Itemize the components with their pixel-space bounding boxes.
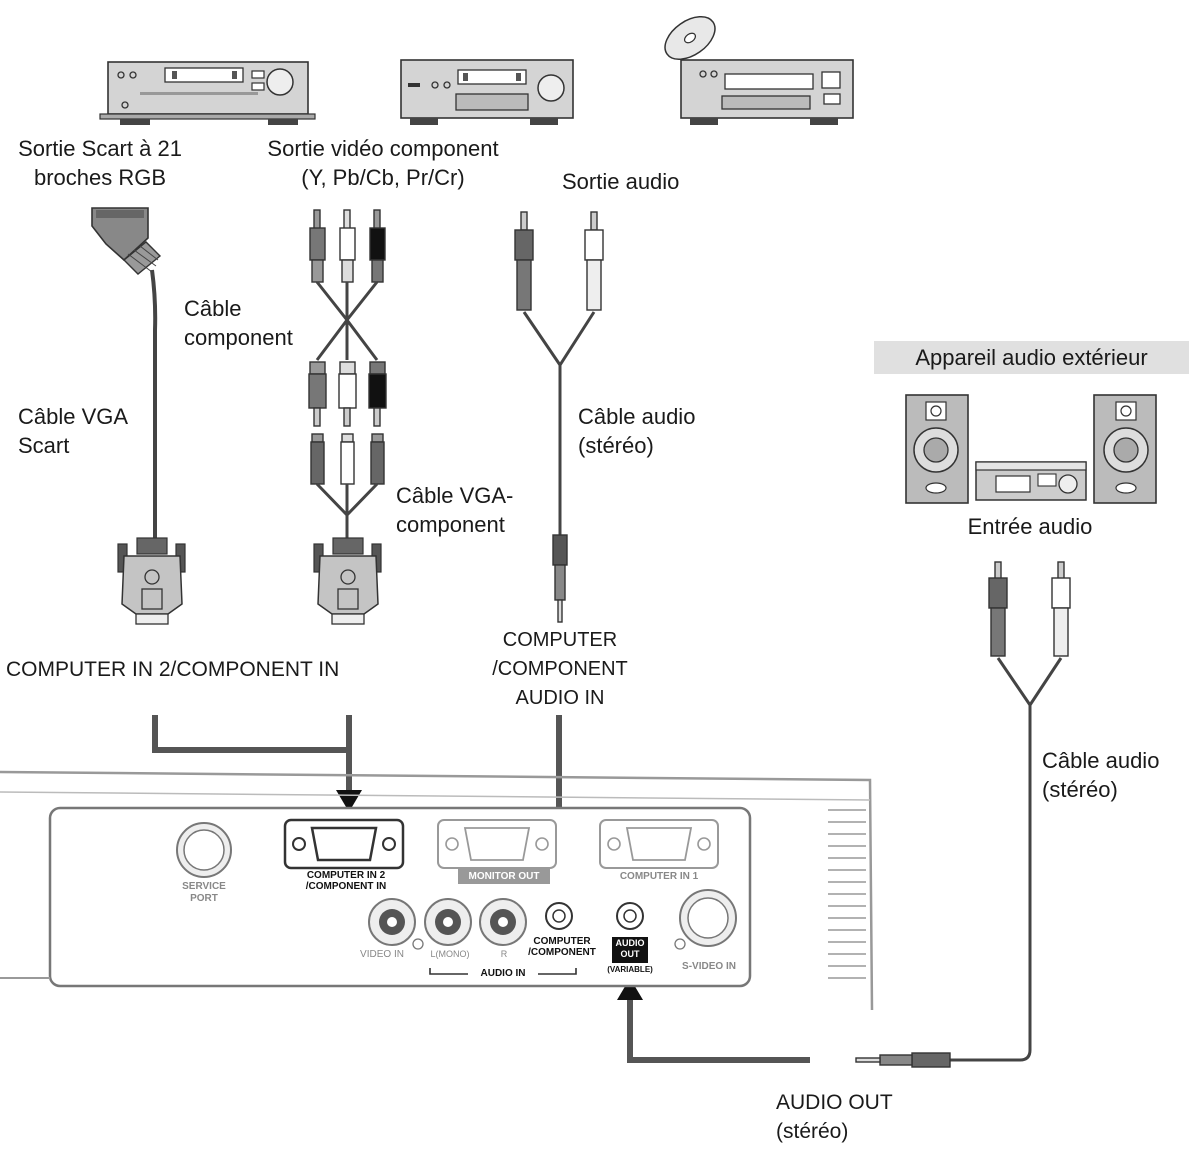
panel-audio-in: AUDIO IN xyxy=(468,967,538,981)
panel-audio-out: AUDIO OUT xyxy=(615,938,645,959)
component-cable-icon xyxy=(308,209,387,427)
panel-r: R xyxy=(500,949,508,959)
audio-cable-label-1: Câble audio (stéréo) xyxy=(578,404,696,458)
arrow-head-audio-out xyxy=(617,978,643,1000)
vga-component-cable-icon xyxy=(310,433,385,540)
external-audio-header-bg xyxy=(874,341,1189,374)
audio-cable-icon xyxy=(514,211,604,623)
panel-computer-component: COMPUTER /COMPONENT xyxy=(528,936,596,958)
audio-out-stereo-label: AUDIO OUT (stéréo) xyxy=(776,1091,893,1143)
panel-monitor-out: MONITOR OUT xyxy=(468,871,540,882)
vga-scart-label: Câble VGA Scart xyxy=(18,404,129,458)
cd-player-icon xyxy=(664,15,854,125)
panel-s-video-in: S-VIDEO IN xyxy=(682,961,736,972)
vga-connector-left-icon xyxy=(117,537,186,625)
panel-variable: (VARIABLE) xyxy=(607,965,653,974)
panel-l-mono: L(MONO) xyxy=(430,949,470,959)
vcr-device-icon xyxy=(99,61,316,125)
external-audio-cable-icon xyxy=(855,561,1071,1068)
vcr-label: Sortie Scart à 21 broches RGB xyxy=(18,136,182,190)
service-port-label: SERVICE PORT xyxy=(182,881,226,904)
audio-input-label: Entrée audio xyxy=(967,514,1093,539)
panel-video-in: VIDEO IN xyxy=(360,949,404,960)
dvd-label: Sortie vidéo component (Y, Pb/Cb, Pr/Cr) xyxy=(267,136,499,190)
panel-computer-in-2: COMPUTER IN 2 /COMPONENT IN xyxy=(305,870,387,892)
external-speakers-icon xyxy=(905,394,1157,504)
computer-audio-in-label: COMPUTER /COMPONENT AUDIO IN xyxy=(492,629,628,709)
connection-arrows xyxy=(152,715,810,1063)
cd-label: Sortie audio xyxy=(562,169,680,194)
panel-computer-in-1: COMPUTER IN 1 xyxy=(619,871,699,882)
scart-cable-icon xyxy=(91,207,162,540)
vga-connector-right-icon xyxy=(313,537,382,625)
component-cable-label: Câble component xyxy=(184,296,293,350)
vga-component-label: Câble VGA- component xyxy=(396,483,514,537)
external-audio-header: Appareil audio extérieur xyxy=(915,345,1148,370)
computer-in-2-label: COMPUTER IN 2/COMPONENT IN xyxy=(6,658,340,681)
audio-cable-label-2: Câble audio (stéréo) xyxy=(1042,748,1160,802)
projector-panel xyxy=(0,770,874,1011)
dvd-device-icon xyxy=(400,59,574,125)
